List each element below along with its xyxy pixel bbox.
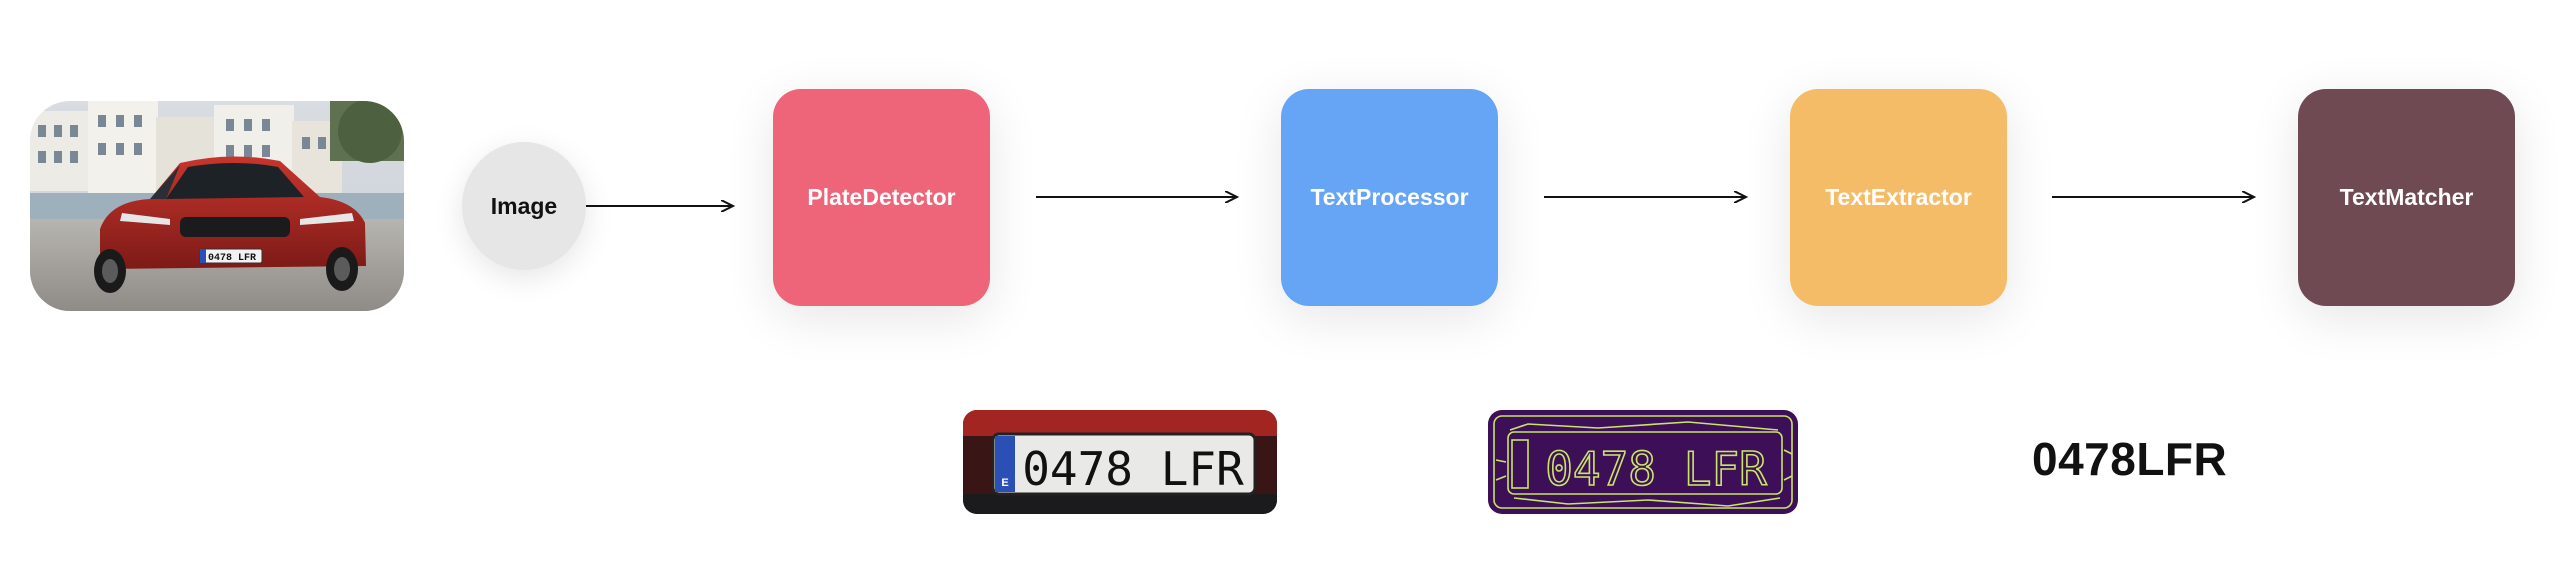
text-extractor-node: TextExtractor xyxy=(1790,89,2007,306)
text-matcher-node: TextMatcher xyxy=(2298,89,2515,306)
text-processor-label: TextProcessor xyxy=(1310,184,1469,210)
text-extractor-label: TextExtractor xyxy=(1825,184,1972,210)
image-node-label: Image xyxy=(490,192,558,219)
plate-crop-text: 0478 LFR xyxy=(1022,442,1244,496)
text-processor-node: TextProcessor xyxy=(1281,89,1498,306)
edge-crop-graphic: 0478 LFR xyxy=(1488,410,1798,514)
edge-crop-text: 0478 LFR xyxy=(1545,442,1767,496)
edge-crop-image: 0478 LFR xyxy=(1488,410,1798,514)
plate-crop-graphic: E 0478 LFR xyxy=(963,410,1277,514)
car-plate-text: 0478 LFR xyxy=(208,253,256,264)
plate-crop-image: E 0478 LFR xyxy=(963,410,1277,514)
image-node: Image xyxy=(462,142,586,270)
car-photo: 0478 LFR xyxy=(30,101,404,311)
text-matcher-label: TextMatcher xyxy=(2339,184,2474,210)
plate-country-code: E xyxy=(1001,477,1008,489)
plate-detector-label: PlateDetector xyxy=(807,184,956,210)
plate-detector-node: PlateDetector xyxy=(773,89,990,306)
recognized-plate-text: 0478LFR xyxy=(2032,433,2228,485)
car-photo-image: 0478 LFR xyxy=(30,101,404,311)
